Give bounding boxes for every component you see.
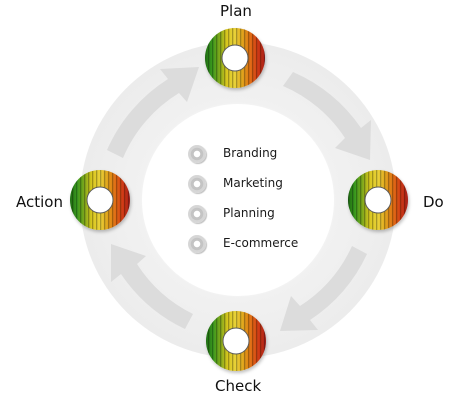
bullet-ring-icon (188, 145, 206, 163)
bullet-ring-icon (188, 205, 206, 223)
list-item: Marketing (188, 174, 318, 204)
list-item: Planning (188, 204, 318, 234)
node-label-check: Check (215, 377, 262, 395)
arrow-plan-to-do (283, 72, 371, 160)
node-label-plan: Plan (220, 2, 252, 20)
arrow-do-to-check (280, 246, 367, 331)
node-check (206, 311, 266, 371)
center-item-list: Branding Marketing Planning E-commerce (188, 144, 318, 264)
node-action (70, 170, 130, 230)
node-plan (205, 28, 265, 88)
list-item-label: Marketing (223, 176, 283, 190)
list-item: Branding (188, 144, 318, 174)
node-do (348, 170, 408, 230)
node-label-action: Action (16, 193, 63, 211)
node-label-do: Do (423, 193, 444, 211)
list-item-label: Branding (223, 146, 278, 160)
list-item: E-commerce (188, 234, 318, 264)
list-item-label: Planning (223, 206, 275, 220)
bullet-ring-icon (188, 175, 206, 193)
arrow-action-to-plan (107, 67, 199, 158)
arrow-check-to-action (111, 244, 193, 329)
list-item-label: E-commerce (223, 236, 299, 250)
bullet-ring-icon (188, 235, 206, 253)
